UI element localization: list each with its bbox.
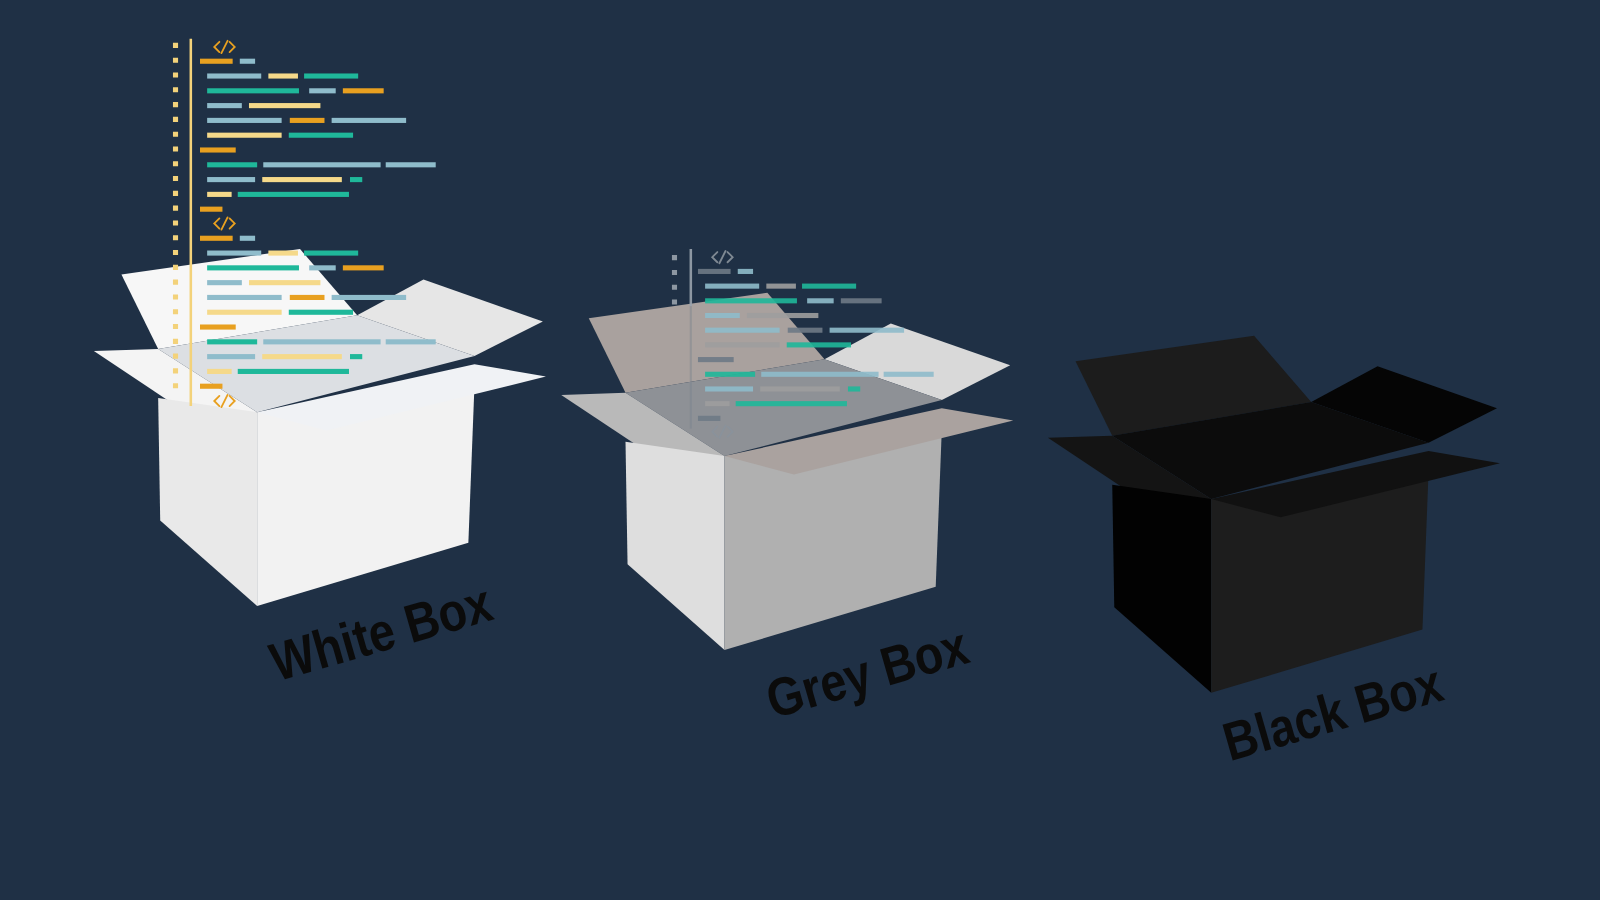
code-bar	[207, 192, 231, 197]
code-bar	[238, 369, 349, 374]
code-bar	[200, 384, 222, 389]
code-bar	[200, 236, 233, 241]
code-bar	[207, 73, 261, 78]
code-bar	[249, 280, 320, 285]
code-bar	[386, 162, 436, 167]
code-bar	[802, 284, 856, 289]
code-bar	[705, 372, 755, 377]
code-bar	[200, 324, 236, 329]
code-lines	[176, 39, 436, 407]
code-bar	[705, 342, 779, 347]
code-bar	[207, 354, 255, 359]
code-bar	[262, 177, 342, 182]
code-bar	[240, 59, 255, 64]
code-bar	[290, 295, 325, 300]
code-bar	[207, 177, 255, 182]
code-bar	[841, 298, 882, 303]
code-bar	[304, 251, 358, 256]
code-bar	[884, 372, 934, 377]
code-bar	[698, 416, 720, 421]
grey-box	[561, 293, 1013, 650]
code-bar	[705, 298, 797, 303]
code-bar	[747, 313, 818, 318]
code-bar	[207, 295, 281, 300]
code-bar	[309, 265, 336, 270]
white-box	[94, 249, 546, 606]
code-bar	[332, 118, 406, 123]
code-bar	[262, 354, 342, 359]
code-bar	[207, 280, 242, 285]
code-bar	[760, 386, 840, 391]
code-bar	[207, 251, 261, 256]
code-bar	[787, 342, 851, 347]
code-bar	[263, 162, 380, 167]
code-bar	[788, 328, 823, 333]
code-bar	[249, 103, 320, 108]
box-label: Grey Box	[760, 618, 973, 727]
code-bar	[200, 59, 233, 64]
code-bar	[289, 133, 353, 138]
code-bar	[268, 73, 298, 78]
code-bar	[705, 284, 759, 289]
code-bar	[304, 73, 358, 78]
code-bar	[738, 269, 753, 274]
code-bar	[207, 133, 281, 138]
code-bar	[736, 401, 847, 406]
code-bar	[207, 339, 257, 344]
code-bar	[698, 269, 731, 274]
code-bar	[207, 369, 231, 374]
code-bar	[309, 88, 336, 93]
code-bar	[289, 310, 353, 315]
code-bar	[207, 265, 299, 270]
code-bar	[386, 339, 436, 344]
code-bar	[766, 284, 796, 289]
code-bar	[263, 339, 380, 344]
black-box	[1048, 336, 1500, 693]
code-bar	[207, 88, 299, 93]
code-bar	[200, 207, 222, 212]
code-bar	[207, 103, 242, 108]
code-bar	[343, 265, 384, 270]
code-bar	[705, 401, 729, 406]
code-bar	[350, 354, 362, 359]
code-bar	[290, 118, 325, 123]
code-bar	[848, 386, 860, 391]
code-bar	[207, 310, 281, 315]
code-bar	[207, 118, 281, 123]
code-bar	[807, 298, 834, 303]
code-bar	[698, 357, 734, 362]
code-bar	[240, 236, 255, 241]
code-bar	[761, 372, 878, 377]
code-bar	[350, 177, 362, 182]
code-bar	[705, 386, 753, 391]
code-bar	[268, 251, 298, 256]
code-bar	[238, 192, 349, 197]
code-bar	[830, 328, 904, 333]
code-bar	[332, 295, 406, 300]
code-lines	[674, 249, 933, 438]
code-bar	[705, 313, 740, 318]
code-bar	[343, 88, 384, 93]
code-bar	[200, 147, 236, 152]
code-bar	[207, 162, 257, 167]
code-bar	[705, 328, 779, 333]
